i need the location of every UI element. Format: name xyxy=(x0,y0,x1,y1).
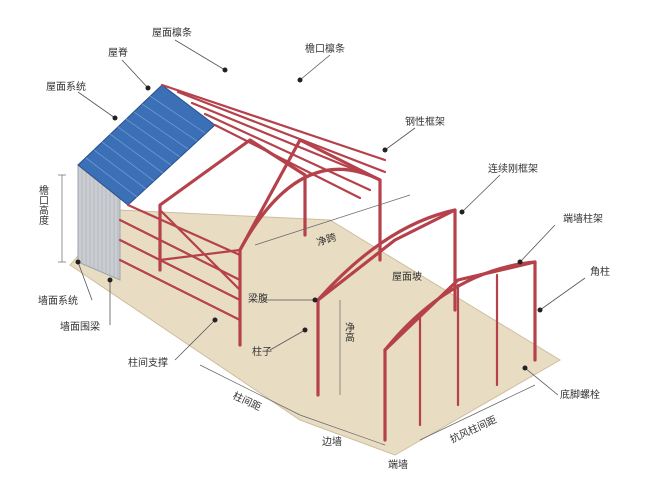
label-end-wall: 端墙 xyxy=(388,458,408,471)
label-side-wall: 边墙 xyxy=(322,435,342,448)
label-roof-system: 屋面系统 xyxy=(46,80,86,93)
side-wall-panel xyxy=(77,164,121,281)
label-column: 柱子 xyxy=(252,345,272,358)
label-beam: 梁腹 xyxy=(248,292,268,305)
dimension-lines xyxy=(58,174,536,446)
label-clear-height: 净高 xyxy=(343,321,355,343)
label-bracing: 柱间支撑 xyxy=(128,356,168,369)
steel-frames xyxy=(118,83,537,442)
label-continuous-frame: 连续刚框架 xyxy=(488,162,538,175)
label-eave-height: 檐口高度 xyxy=(37,184,49,226)
label-end-frame: 端墙柱架 xyxy=(563,212,603,225)
label-corner-column: 角柱 xyxy=(590,265,610,278)
label-roof-slope: 屋面坡 xyxy=(392,270,422,283)
label-anchor-bolt: 底脚螺栓 xyxy=(560,388,600,401)
label-rigid-frame: 钢性框架 xyxy=(405,115,445,128)
label-wall-system: 墙面系统 xyxy=(38,294,78,307)
leader-lines xyxy=(75,39,586,396)
label-eave-purlin: 檐口檩条 xyxy=(305,42,345,55)
label-wall-girt: 墙面围梁 xyxy=(60,320,100,333)
label-roof-purlin: 屋面檩条 xyxy=(152,26,192,39)
label-ridge: 屋脊 xyxy=(108,46,128,59)
